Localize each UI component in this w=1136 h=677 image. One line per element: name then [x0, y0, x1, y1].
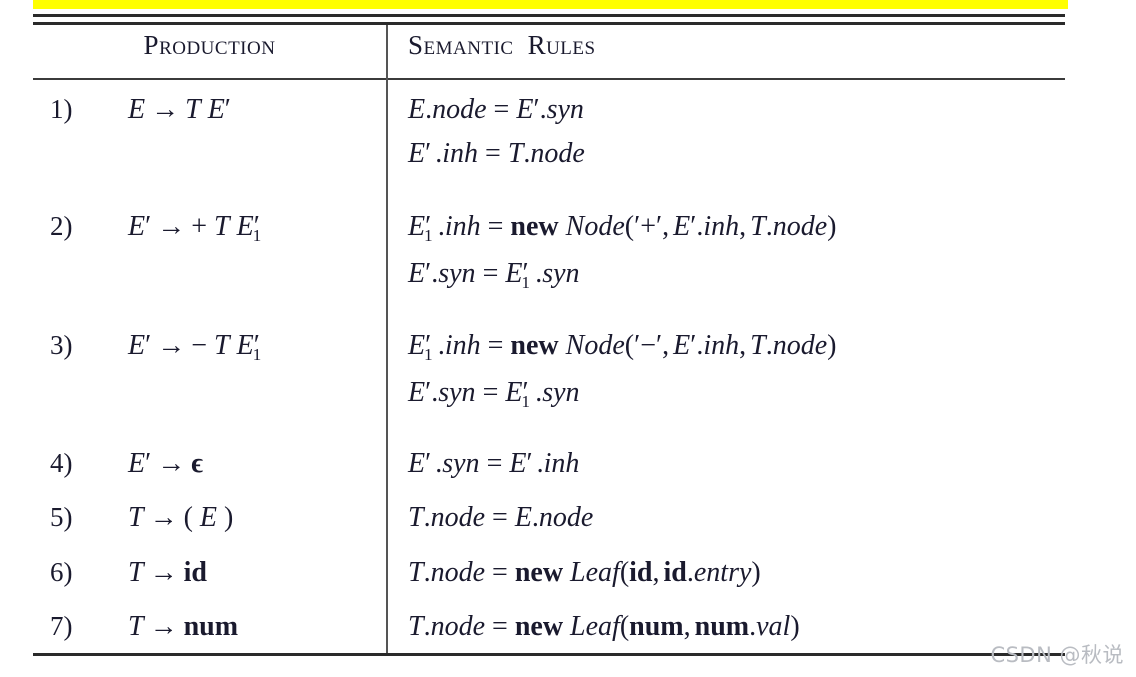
- table-top-rule-outer: [33, 14, 1065, 17]
- column-header-semantic-word: Semantic: [408, 30, 514, 60]
- row-number: 7): [50, 611, 73, 641]
- csdn-watermark: CSDN @秋说: [990, 643, 1124, 667]
- column-header-rules-word: Rules: [527, 30, 596, 60]
- row-number: 6): [50, 557, 73, 587]
- production-cell: T→id: [128, 557, 207, 588]
- semantic-rule-line: E′.syn=E′1.syn: [408, 377, 580, 412]
- column-header-semantic-rules: Semantic Rules: [408, 30, 828, 61]
- production-cell: E′→ϵ: [128, 448, 204, 479]
- semantic-rules-cell: E′.syn=E′.inh: [408, 448, 579, 480]
- semantic-rule-line: T.node=E.node: [408, 502, 594, 533]
- semantic-rule-line: E′.syn=E′1.syn: [408, 258, 580, 293]
- semantic-rule-line: E′.inh=T.node: [408, 138, 585, 169]
- production-cell: T→num: [128, 611, 239, 642]
- yellow-highlight-bar: [33, 0, 1068, 9]
- table-top-rule-inner: [33, 22, 1065, 25]
- column-divider: [386, 25, 388, 653]
- table-bottom-rule: [33, 653, 1065, 656]
- production-cell: T→(E): [128, 502, 234, 533]
- semantic-rule-line: E′.syn=E′.inh: [408, 448, 580, 479]
- row-number: 1): [50, 94, 73, 124]
- semantic-rules-cell: T.node=E.node: [408, 502, 593, 534]
- semantic-rules-cell: E.node=E′.syn E′.inh=T.node: [408, 94, 585, 170]
- row-number: 3): [50, 330, 73, 360]
- row-number: 2): [50, 211, 73, 241]
- column-header-production: Production: [143, 30, 276, 60]
- table-header-rule: [33, 78, 1065, 80]
- row-number: 5): [50, 502, 73, 532]
- semantic-rule-line: E.node=E′.syn: [408, 94, 584, 125]
- row-number: 4): [50, 448, 73, 478]
